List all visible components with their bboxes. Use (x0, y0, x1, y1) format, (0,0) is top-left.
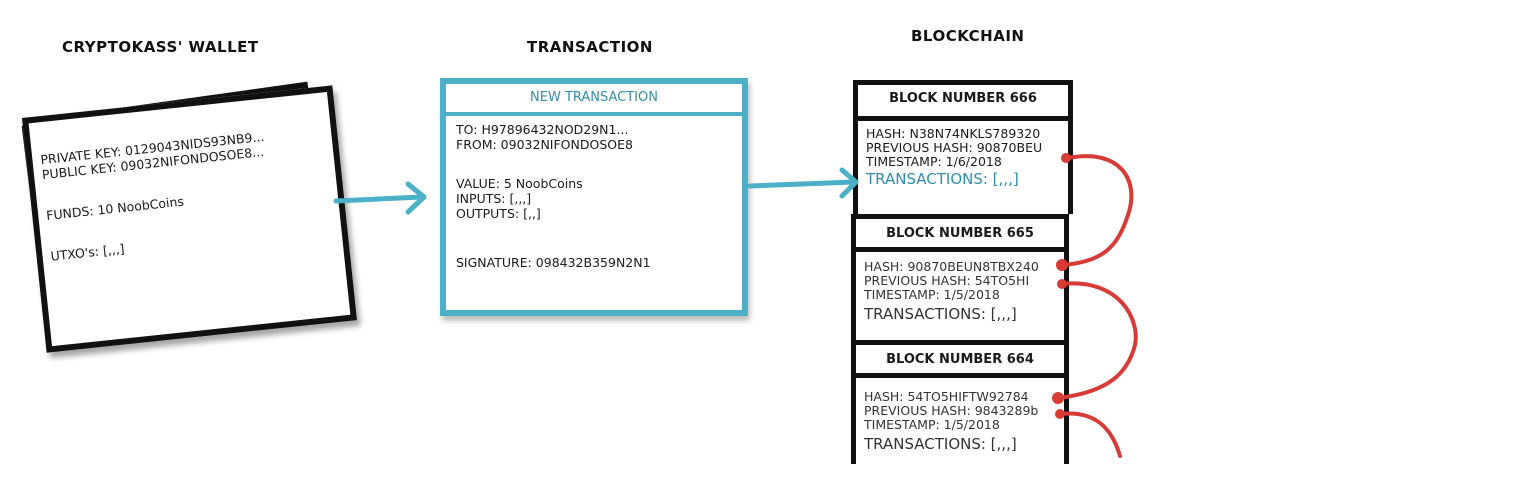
block-transactions: TRANSACTIONS: [,,,] (864, 435, 1017, 453)
block-hash: HASH: 54TO5HIFTW92784 (864, 389, 1029, 404)
block-title: BLOCK NUMBER 666 (858, 85, 1068, 121)
block-title: BLOCK NUMBER 664 (856, 340, 1064, 378)
hash-link-dot (1057, 279, 1067, 289)
hash-link-dot (1061, 153, 1071, 163)
block-665: BLOCK NUMBER 665 HASH: 90870BEUN8TBX240 … (851, 214, 1069, 342)
transaction-to: TO: H97896432NOD29N1... (456, 122, 629, 137)
block-664: BLOCK NUMBER 664 HASH: 54TO5HIFTW92784 P… (851, 340, 1069, 464)
block-hash: HASH: N38N74NKLS789320 (866, 126, 1041, 141)
wallet-heading: CRYPTOKASS' WALLET (62, 38, 259, 56)
hash-link-dot (1056, 259, 1068, 271)
block-previous-hash: PREVIOUS HASH: 54TO5HI (864, 273, 1030, 288)
block-666: BLOCK NUMBER 666 HASH: N38N74NKLS789320 … (853, 80, 1073, 214)
hash-link-664-to-previous (1058, 411, 1122, 458)
block-hash: HASH: 90870BEUN8TBX240 (864, 259, 1039, 274)
block-title: BLOCK NUMBER 665 (856, 214, 1064, 252)
blockchain-heading: BLOCKCHAIN (911, 27, 1025, 45)
transaction-box: NEW TRANSACTION TO: H97896432NOD29N1... … (440, 78, 748, 316)
block-timestamp: TIMESTAMP: 1/5/2018 (864, 287, 1000, 302)
transaction-signature: SIGNATURE: 098432B359N2N1 (456, 255, 651, 270)
hash-link-dot (1052, 392, 1064, 404)
hash-link-665-to-664 (1056, 281, 1138, 400)
transaction-heading: TRANSACTION (527, 38, 653, 56)
block-body: HASH: 54TO5HIFTW92784 PREVIOUS HASH: 984… (856, 378, 1064, 460)
hash-link-dot (1055, 409, 1065, 419)
transaction-value: VALUE: 5 NoobCoins (456, 176, 583, 191)
wallet-to-transaction-arrow (333, 181, 427, 215)
block-previous-hash: PREVIOUS HASH: 9843289b (864, 403, 1039, 418)
transaction-outputs: OUTPUTS: [,,] (456, 206, 541, 221)
block-transactions: TRANSACTIONS: [,,,] (864, 305, 1017, 323)
block-timestamp: TIMESTAMP: 1/6/2018 (866, 154, 1002, 169)
block-body: HASH: N38N74NKLS789320 PREVIOUS HASH: 90… (858, 121, 1068, 195)
transaction-from: FROM: 09032NIFONDOSOE8 (456, 137, 633, 152)
hash-link-666-to-665 (1060, 154, 1134, 267)
block-timestamp: TIMESTAMP: 1/5/2018 (864, 417, 1000, 432)
block-previous-hash: PREVIOUS HASH: 90870BEU (866, 140, 1043, 155)
block-transactions: TRANSACTIONS: [,,,] (866, 170, 1019, 188)
transaction-inputs: INPUTS: [,,,] (456, 191, 532, 206)
transaction-body: TO: H97896432NOD29N1... FROM: 09032NIFON… (446, 116, 742, 276)
transaction-header: NEW TRANSACTION (446, 84, 742, 116)
block-body: HASH: 90870BEUN8TBX240 PREVIOUS HASH: 54… (856, 252, 1064, 330)
transaction-to-blockchain-arrow (747, 167, 859, 199)
